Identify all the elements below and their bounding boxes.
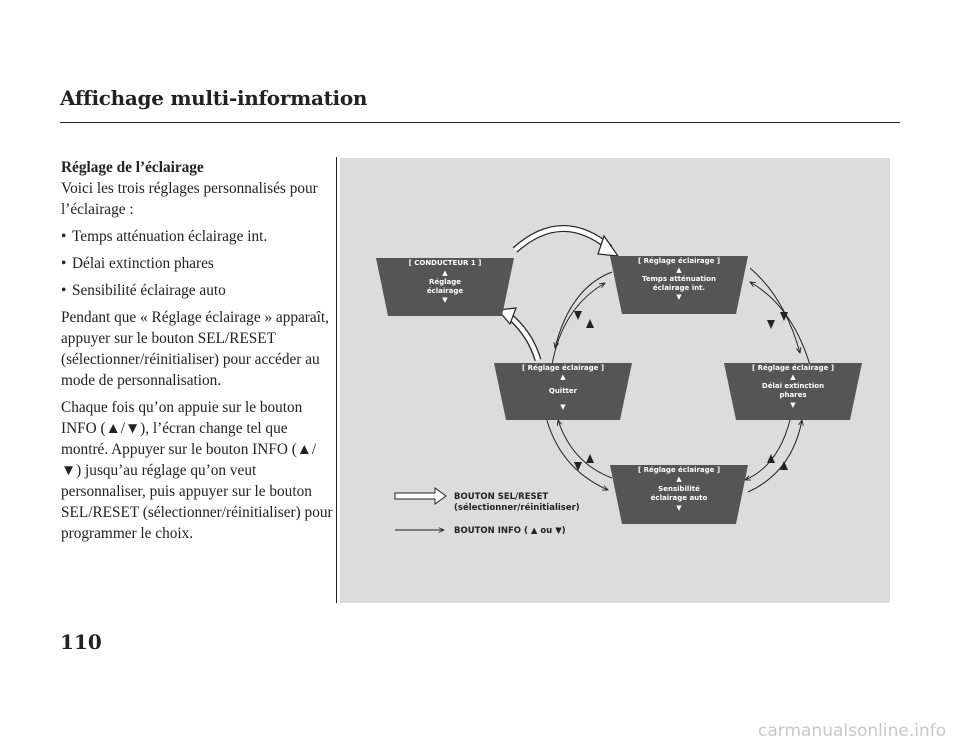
screen-headlight-delay [724, 363, 862, 420]
screen-quit [494, 363, 632, 420]
screen-driver-line2: éclairage [427, 287, 464, 295]
legend: BOUTON SEL/RESET (sélectionner/réinitial… [394, 487, 580, 536]
legend-sel-label: BOUTON SEL/RESET [454, 492, 548, 502]
diagram-canvas: [ CONDUCTEUR 1 ] ▲ Réglage éclairage ▼ [… [376, 225, 862, 536]
text-column: Réglage de l’éclairage Voici les trois r… [61, 157, 333, 550]
paragraph-sel-reset: Pendant que « Réglage éclairage » appara… [61, 309, 330, 389]
screen-dim-time [610, 256, 748, 314]
screen-auto-sensitivity [610, 465, 748, 524]
menu-flow-diagram: [ CONDUCTEUR 1 ] ▲ Réglage éclairage ▼ [… [340, 158, 890, 603]
section-title: Réglage de l’éclairage [61, 159, 204, 176]
up-down-arrows-icon: ▲/▼ [105, 420, 141, 437]
down-triangle-icon: ▼ [676, 504, 682, 512]
page-number: 110 [60, 630, 102, 654]
up-triangle-icon: ▲ [528, 526, 540, 536]
bullet-headlight-delay: Délai extinction phares [61, 253, 333, 274]
direction-triangles [574, 311, 788, 471]
screen-dim-line2: éclairage int. [653, 284, 705, 292]
down-triangle-icon: ▼ [560, 403, 566, 411]
up-triangle-icon: ▲ [676, 475, 682, 483]
para2-part-c: ) jusqu’au réglage qu’on veut personnali… [61, 462, 333, 542]
up-triangle-icon: ▲ [790, 373, 796, 381]
paragraph-info-button: Chaque fois qu’on appuie sur le bouton I… [61, 397, 333, 544]
down-triangle-icon: ▼ [442, 296, 448, 304]
legend-info-label: BOUTON INFO ( ▲ ou ▼) [454, 526, 566, 536]
para2-part-b: ), l’écran change tel que montré. Appuye… [61, 420, 297, 458]
intro-text: Voici les trois réglages personnalisés p… [61, 180, 318, 218]
up-triangle-icon: ▲ [560, 373, 566, 381]
screen-delay-line2: phares [779, 391, 806, 399]
up-triangle-icon: ▲ [442, 269, 448, 277]
bullet-dim-time: Temps atténuation éclairage int. [61, 226, 333, 247]
screen-driver-title: [ CONDUCTEUR 1 ] [409, 259, 482, 267]
screen-delay-title: [ Réglage éclairage ] [752, 364, 834, 372]
header-divider [60, 122, 900, 123]
sel-arrowhead-right [597, 234, 620, 257]
screen-driver-line1: Réglage [429, 278, 461, 286]
screen-delay-line1: Délai extinction [762, 382, 824, 390]
page-title: Affichage multi-information [60, 86, 368, 110]
screen-sens-title: [ Réglage éclairage ] [638, 466, 720, 474]
down-triangle-icon: ▼ [676, 293, 682, 301]
down-triangle-icon: ▼ [552, 526, 562, 536]
down-triangle-icon: ▼ [790, 401, 796, 409]
column-divider [336, 157, 337, 603]
screen-quit-title: [ Réglage éclairage ] [522, 364, 604, 372]
screen-driver [376, 258, 514, 316]
screen-quit-line1: Quitter [549, 387, 578, 395]
screen-dim-line1: Temps atténuation [642, 275, 716, 283]
screen-dim-title: [ Réglage éclairage ] [638, 257, 720, 265]
para2-part-a: Chaque fois qu’on appuie sur le bouton I… [61, 399, 303, 437]
up-down-arrows-icon: ▲/▼ [61, 441, 317, 479]
legend-sel-arrow-icon [394, 487, 447, 505]
watermark: carmanualsonline.info [758, 721, 947, 741]
bullet-auto-sensitivity: Sensibilité éclairage auto [61, 280, 333, 301]
screen-sens-line2: éclairage auto [651, 494, 708, 502]
legend-sel-sublabel: (sélectionner/réinitialiser) [454, 502, 580, 513]
up-triangle-icon: ▲ [676, 266, 682, 274]
screen-sens-line1: Sensibilité [658, 485, 700, 493]
